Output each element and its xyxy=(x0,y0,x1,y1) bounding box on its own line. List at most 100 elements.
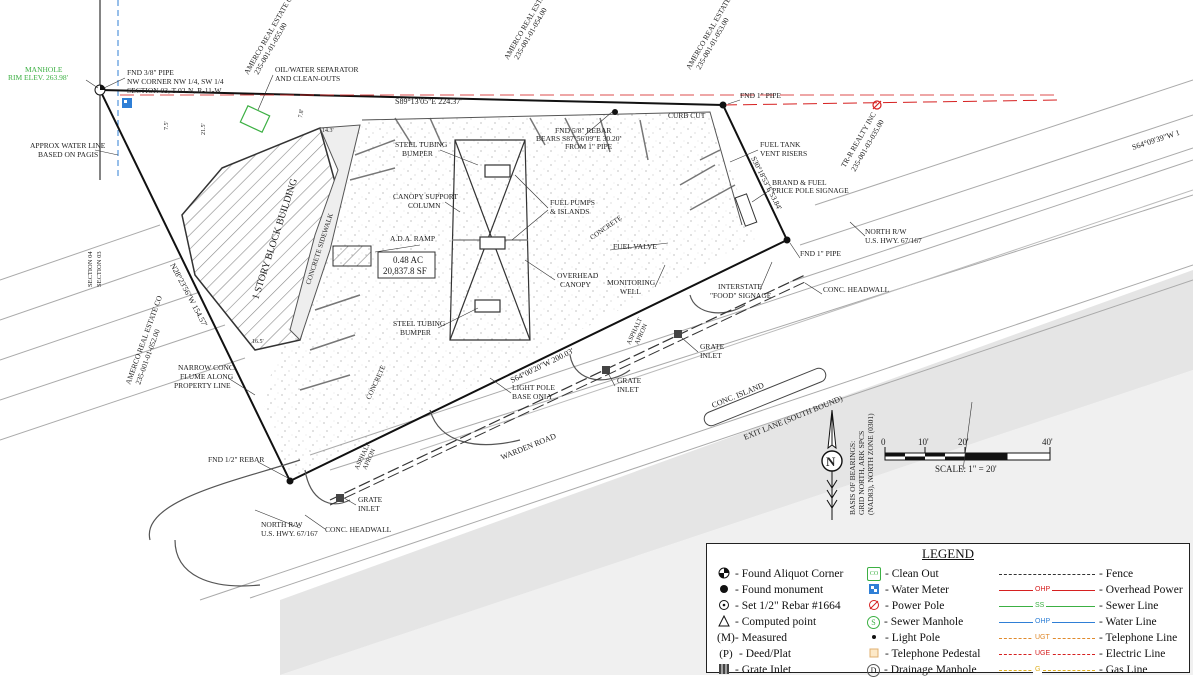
fuel-tank-1: FUEL TANK xyxy=(760,140,801,149)
monuments xyxy=(286,101,791,485)
fnd-pipe-nw: FND 3/8" PIPE xyxy=(127,68,174,77)
area-ac: 0.48 AC xyxy=(393,255,423,265)
fnd-rebar-58-2: BEARS S87°56'09"E 30.20' xyxy=(536,134,621,143)
asphalt-apron-m xyxy=(429,409,521,446)
fuel-pumps-2: & ISLANDS xyxy=(550,207,589,216)
steel-bumper-bot-1: STEEL TUBING xyxy=(393,319,446,328)
scale-leader xyxy=(962,401,973,471)
legend-row: - Water Meter xyxy=(867,582,980,598)
overhead-power-line-ext xyxy=(722,99,1061,106)
oil-water-1: OIL/WATER SEPARATOR xyxy=(275,65,359,74)
grate-inlet-m-1: GRATE xyxy=(617,376,642,385)
water-meter-icon xyxy=(867,583,881,597)
overhead-canopy-1: OVERHEAD xyxy=(557,271,599,280)
legend-row: - Light Pole xyxy=(867,630,980,646)
site-pavement xyxy=(262,112,755,480)
section-1: SECTION 04 xyxy=(87,251,94,287)
nw-corner-1: NW CORNER NW 1/4, SW 1/4 xyxy=(127,77,224,86)
highway-band xyxy=(280,270,1193,675)
legend-label: - Set 1/2" Rebar #1664 xyxy=(735,600,841,612)
building-inner-walk xyxy=(289,124,361,341)
legend-row: - Fence xyxy=(999,566,1183,582)
fuel-tank-2: VENT RISERS xyxy=(760,149,807,158)
legend-label: - Deed/Plat xyxy=(739,648,792,660)
narrow-flume-1: NARROW CONC. xyxy=(178,363,236,372)
basis-bearings-2: GRID NORTH, ARK SPCS xyxy=(857,431,866,515)
narrow-flume-3: PROPERTY LINE xyxy=(174,381,231,390)
legend-label: - Sewer Manhole xyxy=(884,616,964,628)
price-sign xyxy=(734,193,758,227)
conc-headwall-e: CONC. HEADWALL xyxy=(823,285,890,294)
legend-row: - Found Aliquot Corner xyxy=(717,566,843,582)
legend-row: S- Sewer Manhole xyxy=(867,614,980,630)
legend-lines-col: - Fence OHP- Overhead Power SS- Sewer Li… xyxy=(999,566,1183,678)
gas-line-icon: G xyxy=(999,663,1095,677)
scale-label: SCALE: 1" = 20' xyxy=(935,464,997,474)
legend-row: - Found monument xyxy=(717,582,843,598)
legend-label: - Sewer Line xyxy=(1099,600,1159,612)
legend: LEGEND - Found Aliquot Corner - Found mo… xyxy=(706,543,1190,677)
power-poles xyxy=(872,100,882,110)
bearing-north: S89°13'05"E 224.37' xyxy=(395,97,462,106)
fnd-rebar-12: FND 1/2" REBAR xyxy=(208,455,264,464)
legend-points-col: - Found Aliquot Corner - Found monument … xyxy=(717,566,843,678)
hwy-bearing: S64°09'39"W 1 xyxy=(1131,128,1181,152)
legend-row: - Grate Inlet xyxy=(717,662,843,678)
legend-label: - Overhead Power xyxy=(1099,584,1183,596)
grate-inlet-w-1: GRATE xyxy=(358,495,383,504)
legend-row: - Telephone Pedestal xyxy=(867,646,980,662)
telephone-line-icon: UGT xyxy=(999,631,1095,645)
legend-row: OHP- Overhead Power xyxy=(999,582,1183,598)
legend-row: OHP- Water Line xyxy=(999,614,1183,630)
legend-utility-col: CO- Clean Out - Water Meter - Power Pole… xyxy=(867,566,980,678)
legend-row: UGE- Electric Line xyxy=(999,646,1183,662)
fuel-valve: FUEL VALVE xyxy=(613,242,657,251)
scale-tick-10: 10' xyxy=(918,437,929,447)
light-pole-icon xyxy=(867,631,881,645)
legend-row: - Computed point xyxy=(717,614,843,630)
legend-label: - Light Pole xyxy=(885,632,940,644)
legend-label: - Computed point xyxy=(735,616,817,628)
storm-pipe-2 xyxy=(329,281,806,506)
legend-row: D- Drainage Manhole xyxy=(867,662,980,678)
legend-row: - Set 1/2" Rebar #1664 xyxy=(717,598,843,614)
legend-label: - Fence xyxy=(1099,568,1134,580)
ada-ramp xyxy=(332,245,372,267)
fence-line-icon xyxy=(999,567,1095,581)
legend-row: CO- Clean Out xyxy=(867,566,980,582)
asphalt-apron-e xyxy=(569,354,631,381)
found-monument-icon xyxy=(717,583,731,597)
legend-label: - Measured xyxy=(734,632,787,644)
oil-water-2: AND CLEAN-OUTS xyxy=(275,74,340,83)
storm-pipe xyxy=(329,274,806,501)
steel-bumper-bot-2: BUMPER xyxy=(400,328,431,337)
fnd-1-pipe-e: FND 1" PIPE xyxy=(800,249,841,258)
north-rw-1: NORTH R/W xyxy=(865,227,907,236)
legend-label: - Telephone Pedestal xyxy=(885,648,981,660)
curb-cut: CURB CUT xyxy=(668,111,706,120)
asphalt-apron-ne xyxy=(689,294,746,314)
basis-bearings-1: BASIS OF BEARINGS: xyxy=(848,441,857,515)
legend-label: - Gas Line xyxy=(1099,664,1148,676)
road-end xyxy=(174,539,261,587)
dim-215: 21.5' xyxy=(201,123,207,135)
interstate-2: "FOOD" SIGNAGE xyxy=(710,291,772,300)
canopy-col-2: COLUMN xyxy=(408,201,441,210)
conc-island xyxy=(703,367,827,427)
legend-label: - Water Line xyxy=(1099,616,1157,628)
fnd-1-pipe-ne: FND 1" PIPE xyxy=(740,91,781,100)
north-rw-s-2: U.S. HWY. 67/167 xyxy=(261,529,318,538)
north-rw-2: U.S. HWY. 67/167 xyxy=(865,236,922,245)
legend-label: - Drainage Manhole xyxy=(884,664,977,676)
warden-road-label: WARDEN ROAD xyxy=(499,431,557,461)
legend-label: - Grate Inlet xyxy=(735,664,792,676)
legend-row: (P)- Deed/Plat xyxy=(717,646,843,662)
leader-lines xyxy=(85,74,866,530)
oil-water-separator xyxy=(239,104,271,134)
legend-title: LEGEND xyxy=(922,546,974,561)
curb-line xyxy=(361,111,743,226)
legend-row: - Power Pole xyxy=(867,598,980,614)
measured-symbol: (M) xyxy=(717,632,735,644)
dim-78: 7.8' xyxy=(298,109,305,119)
canopy-col-1: CANOPY SUPPORT xyxy=(393,192,458,201)
